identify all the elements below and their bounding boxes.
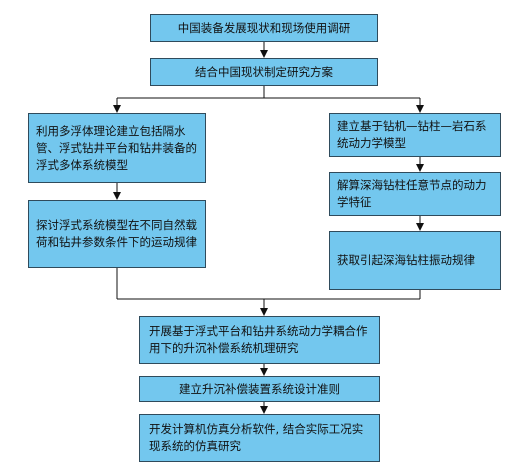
step-vibration-law: 获取引起深海钻柱振动规律 <box>329 231 501 290</box>
step-multibody-model: 利用多浮体理论建立包括隔水管、浮式钻井平台和钻井装备的浮式多体系统模型 <box>28 113 206 183</box>
step-simulation-software: 开发计算机仿真分析软件, 结合实际工况实现系统的仿真研究 <box>139 414 380 462</box>
step-research-plan: 结合中国现状制定研究方案 <box>150 58 378 86</box>
step-node-dynamics: 解算深海钻柱任意节点的动力学特征 <box>329 172 501 216</box>
step-heave-compensation-mechanism: 开展基于浮式平台和钻井系统动力学耦合作用下的升沉补偿系统机理研究 <box>139 316 380 364</box>
step-dynamics-model: 建立基于钻机—钻柱—岩石系统动力学模型 <box>329 113 501 157</box>
step-design-criteria: 建立升沉补偿装置系统设计准则 <box>139 376 380 402</box>
step-survey: 中国装备发展现状和现场使用调研 <box>150 14 378 42</box>
step-motion-law: 探讨浮式系统模型在不同自然载荷和钻井参数条件下的运动规律 <box>28 200 206 268</box>
